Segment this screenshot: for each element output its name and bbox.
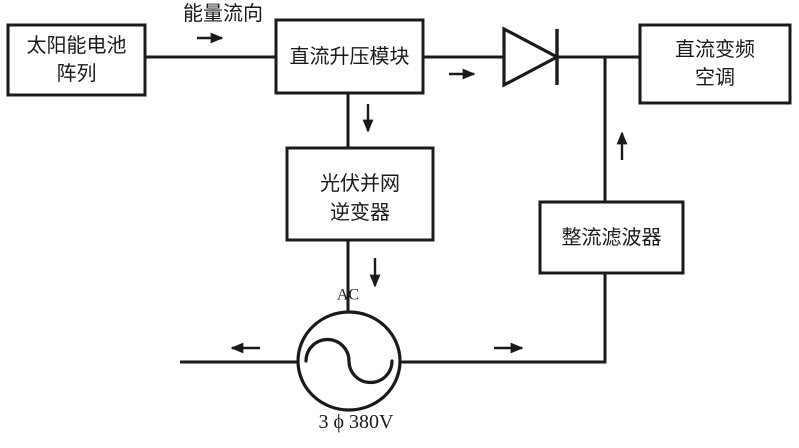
dc-aircon-box <box>638 23 792 105</box>
pv-inverter-box <box>285 146 435 242</box>
solar-array-label-line1: 太阳能电池 <box>27 34 127 57</box>
dc-boost-label: 直流升压模块 <box>290 45 410 68</box>
diode-symbol <box>502 26 561 88</box>
solar-array-label-line2: 阵列 <box>57 62 97 85</box>
ac-grid-symbol <box>296 310 402 412</box>
dc-aircon-block: 直流变频 空调 <box>638 23 792 105</box>
grid-voltage-label: 3 ϕ 380V <box>319 411 395 433</box>
rectifier-filter-label: 整流滤波器 <box>562 226 662 249</box>
dc-boost-block: 直流升压模块 <box>274 18 425 95</box>
ac-label: AC <box>337 287 359 304</box>
rectifier-filter-block: 整流滤波器 <box>538 200 685 275</box>
solar-array-box <box>6 23 147 97</box>
pv-inverter-label-line2: 逆变器 <box>330 201 390 224</box>
dc-boost-box <box>274 18 425 95</box>
dc-aircon-label-line2: 空调 <box>695 66 735 89</box>
energy-flow-label: 能量流向 <box>183 2 263 25</box>
sine-wave-icon <box>304 337 394 385</box>
dc-aircon-label-line1: 直流变频 <box>675 38 755 61</box>
pv-inverter-label-line1: 光伏并网 <box>320 172 400 195</box>
diode-triangle-icon <box>502 26 561 88</box>
solar-array-block: 太阳能电池 阵列 <box>6 23 147 97</box>
pv-inverter-block: 光伏并网 逆变器 <box>285 146 435 242</box>
rectifier-filter-box <box>538 200 685 275</box>
